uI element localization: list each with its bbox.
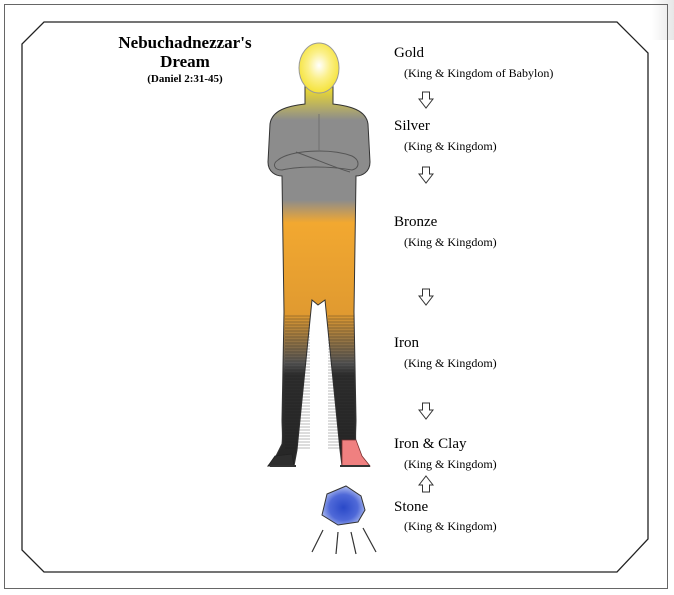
stone-rock <box>321 485 366 526</box>
stone-ray <box>362 527 377 553</box>
down-arrow-icon <box>418 288 434 306</box>
inner-frame <box>21 21 649 573</box>
label-iron-clay-kingdom: (King & Kingdom) <box>404 457 497 471</box>
stone-ray <box>335 531 339 555</box>
label-iron-clay: Iron & Clay <box>394 436 467 452</box>
down-arrow-icon <box>418 91 434 109</box>
label-bronze-kingdom: (King & Kingdom) <box>404 235 497 249</box>
up-arrow-icon <box>418 475 434 493</box>
diagram-title: Nebuchadnezzar's Dream <box>90 33 280 71</box>
label-stone-kingdom: (King & Kingdom) <box>404 519 497 533</box>
down-arrow-icon <box>418 402 434 420</box>
outer-frame <box>4 4 668 589</box>
label-silver-kingdom: (King & Kingdom) <box>404 139 497 153</box>
label-iron-kingdom: (King & Kingdom) <box>404 356 497 370</box>
clay-foot <box>341 439 371 467</box>
gold-head <box>298 42 340 94</box>
label-iron: Iron <box>394 335 419 351</box>
title-line-2: Dream <box>160 52 210 71</box>
scripture-reference: (Daniel 2:31-45) <box>147 73 223 85</box>
page-corner-shade <box>652 0 674 40</box>
stone <box>311 485 377 555</box>
label-stone: Stone <box>394 499 429 515</box>
down-arrow-icon <box>418 166 434 184</box>
iron-legs-texture <box>285 315 354 449</box>
crossed-arms <box>274 150 359 171</box>
left-foot <box>267 453 295 467</box>
stone-ray <box>311 529 324 553</box>
arm-fold-line <box>295 151 351 173</box>
label-gold-kingdom: (King & Kingdom of Babylon) <box>404 66 554 80</box>
stone-ray <box>350 531 357 555</box>
label-silver: Silver <box>394 118 430 134</box>
title-line-1: Nebuchadnezzar's <box>118 33 252 52</box>
label-bronze: Bronze <box>394 214 438 230</box>
statue-body <box>266 42 371 467</box>
statue-silhouette <box>266 85 371 467</box>
label-gold: Gold <box>394 45 424 61</box>
